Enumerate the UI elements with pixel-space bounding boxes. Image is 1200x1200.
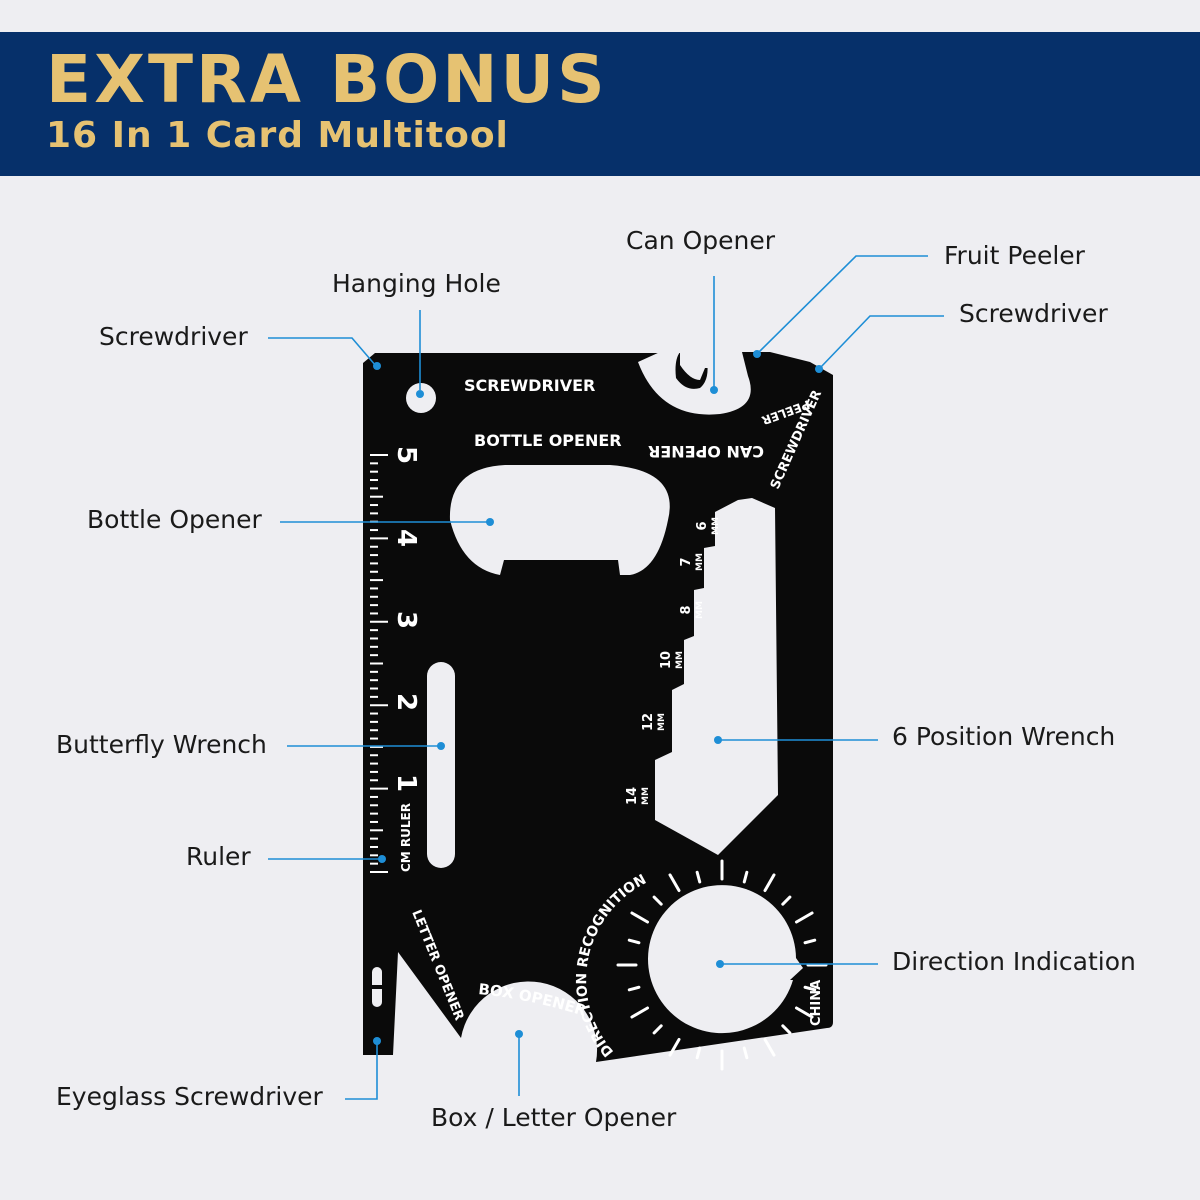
compass-tick (742, 870, 749, 884)
leader-screwdriver-right (819, 315, 944, 369)
leader-fruit-peeler (757, 255, 928, 354)
dot-hanging-hole (416, 390, 424, 398)
label-screwdriver-right: Screwdriver (959, 299, 1108, 328)
label-fruit-peeler: Fruit Peeler (944, 241, 1085, 270)
dot-fruit-peeler (753, 350, 761, 358)
banner-subtitle: 16 In 1 Card Multitool (46, 115, 509, 156)
eyeglass-slot-divider (370, 985, 384, 989)
banner-title: EXTRA BONUS (46, 41, 608, 118)
dot-direction-indication (716, 960, 724, 968)
dot-box-letter-opener (515, 1030, 523, 1038)
compass-tick (794, 1006, 814, 1019)
ruler-number: 4 (391, 529, 421, 547)
ruler-number: 5 (391, 446, 421, 464)
ruler-numbers: 5 4 3 2 1 (391, 446, 421, 792)
compass-tick (668, 1037, 681, 1057)
ruler-ticks (370, 454, 388, 873)
compass-tick (630, 1006, 650, 1019)
hanging-hole (406, 383, 436, 413)
wrench-size-number: 6 (695, 521, 710, 530)
compass-ticks (616, 859, 828, 1071)
label-butterfly-wrench: Butterfly Wrench (56, 730, 267, 759)
label-eyeglass-screwdriver: Eyeglass Screwdriver (56, 1082, 323, 1111)
compass-tick (627, 985, 641, 992)
callout-dots (373, 350, 823, 1045)
compass-tick (695, 870, 702, 884)
header-banner: EXTRA BONUS 16 In 1 Card Multitool (0, 32, 1200, 176)
wrench-size-number: 14 (625, 787, 640, 805)
compass-tick (652, 895, 663, 906)
compass-tick (803, 938, 817, 945)
wrench-size-number: 12 (641, 713, 656, 731)
wrench-size-number: 7 (679, 557, 694, 566)
wrench-size-unit: MM (695, 601, 705, 619)
callout-lines (268, 255, 944, 1100)
can-opener-notch (638, 352, 751, 415)
ruler-number: 3 (391, 611, 421, 629)
label-ruler: Ruler (186, 842, 251, 871)
compass-tick (627, 938, 641, 945)
ruler-number: 2 (391, 693, 421, 711)
compass-tick (742, 1046, 749, 1060)
compass-tick (781, 1024, 792, 1035)
label-bottle-opener: Bottle Opener (87, 505, 262, 534)
label-hanging-hole: Hanging Hole (332, 269, 501, 298)
engraving-screwdriver: SCREWDRIVER (464, 376, 595, 395)
dot-ruler (378, 855, 386, 863)
six-position-wrench-cutout (655, 498, 778, 855)
wrench-size-number: 10 (659, 651, 674, 669)
dot-butterfly-wrench (437, 742, 445, 750)
compass-tick (763, 1037, 776, 1057)
label-six-position-wrench: 6 Position Wrench (892, 722, 1116, 751)
wrench-size-number: 8 (679, 605, 694, 614)
leader-eyeglass-screwdriver (345, 1042, 378, 1100)
compass-tick (668, 873, 681, 893)
engraving-china: CHINA (809, 980, 824, 1026)
label-direction-indication: Direction Indication (892, 947, 1136, 976)
label-can-opener: Can Opener (626, 226, 775, 255)
direction-indicator-hole (648, 885, 803, 1034)
compass-tick (794, 911, 814, 924)
engraving-can-opener: CAN OPENER (648, 442, 764, 461)
compass-tick (781, 895, 792, 906)
dot-six-position-wrench (714, 736, 722, 744)
dot-can-opener (710, 386, 718, 394)
dot-screwdriver-left (373, 362, 381, 370)
wrench-size-unit: MM (657, 713, 667, 731)
compass-tick (695, 1046, 702, 1060)
bottle-opener-cutout (449, 465, 670, 575)
leader-screwdriver-left (268, 337, 377, 367)
butterfly-wrench-slot (427, 662, 455, 868)
compass-tick (803, 985, 817, 992)
wrench-size-unit: MM (711, 517, 721, 535)
dot-eyeglass-screwdriver (373, 1037, 381, 1045)
compass-tick (652, 1024, 663, 1035)
engraving-cm-ruler: CM RULER (399, 803, 413, 872)
dot-bottle-opener (486, 518, 494, 526)
ruler-number: 1 (391, 774, 421, 792)
dot-screwdriver-right (815, 365, 823, 373)
compass-tick (630, 911, 650, 924)
label-screwdriver-left: Screwdriver (99, 322, 248, 351)
wrench-size-unit: MM (641, 787, 651, 805)
engraving-bottle-opener: BOTTLE OPENER (474, 431, 622, 450)
compass-tick (763, 873, 776, 893)
wrench-size-unit: MM (695, 553, 705, 571)
wrench-size-unit: MM (675, 651, 685, 669)
label-box-letter-opener: Box / Letter Opener (431, 1103, 677, 1132)
